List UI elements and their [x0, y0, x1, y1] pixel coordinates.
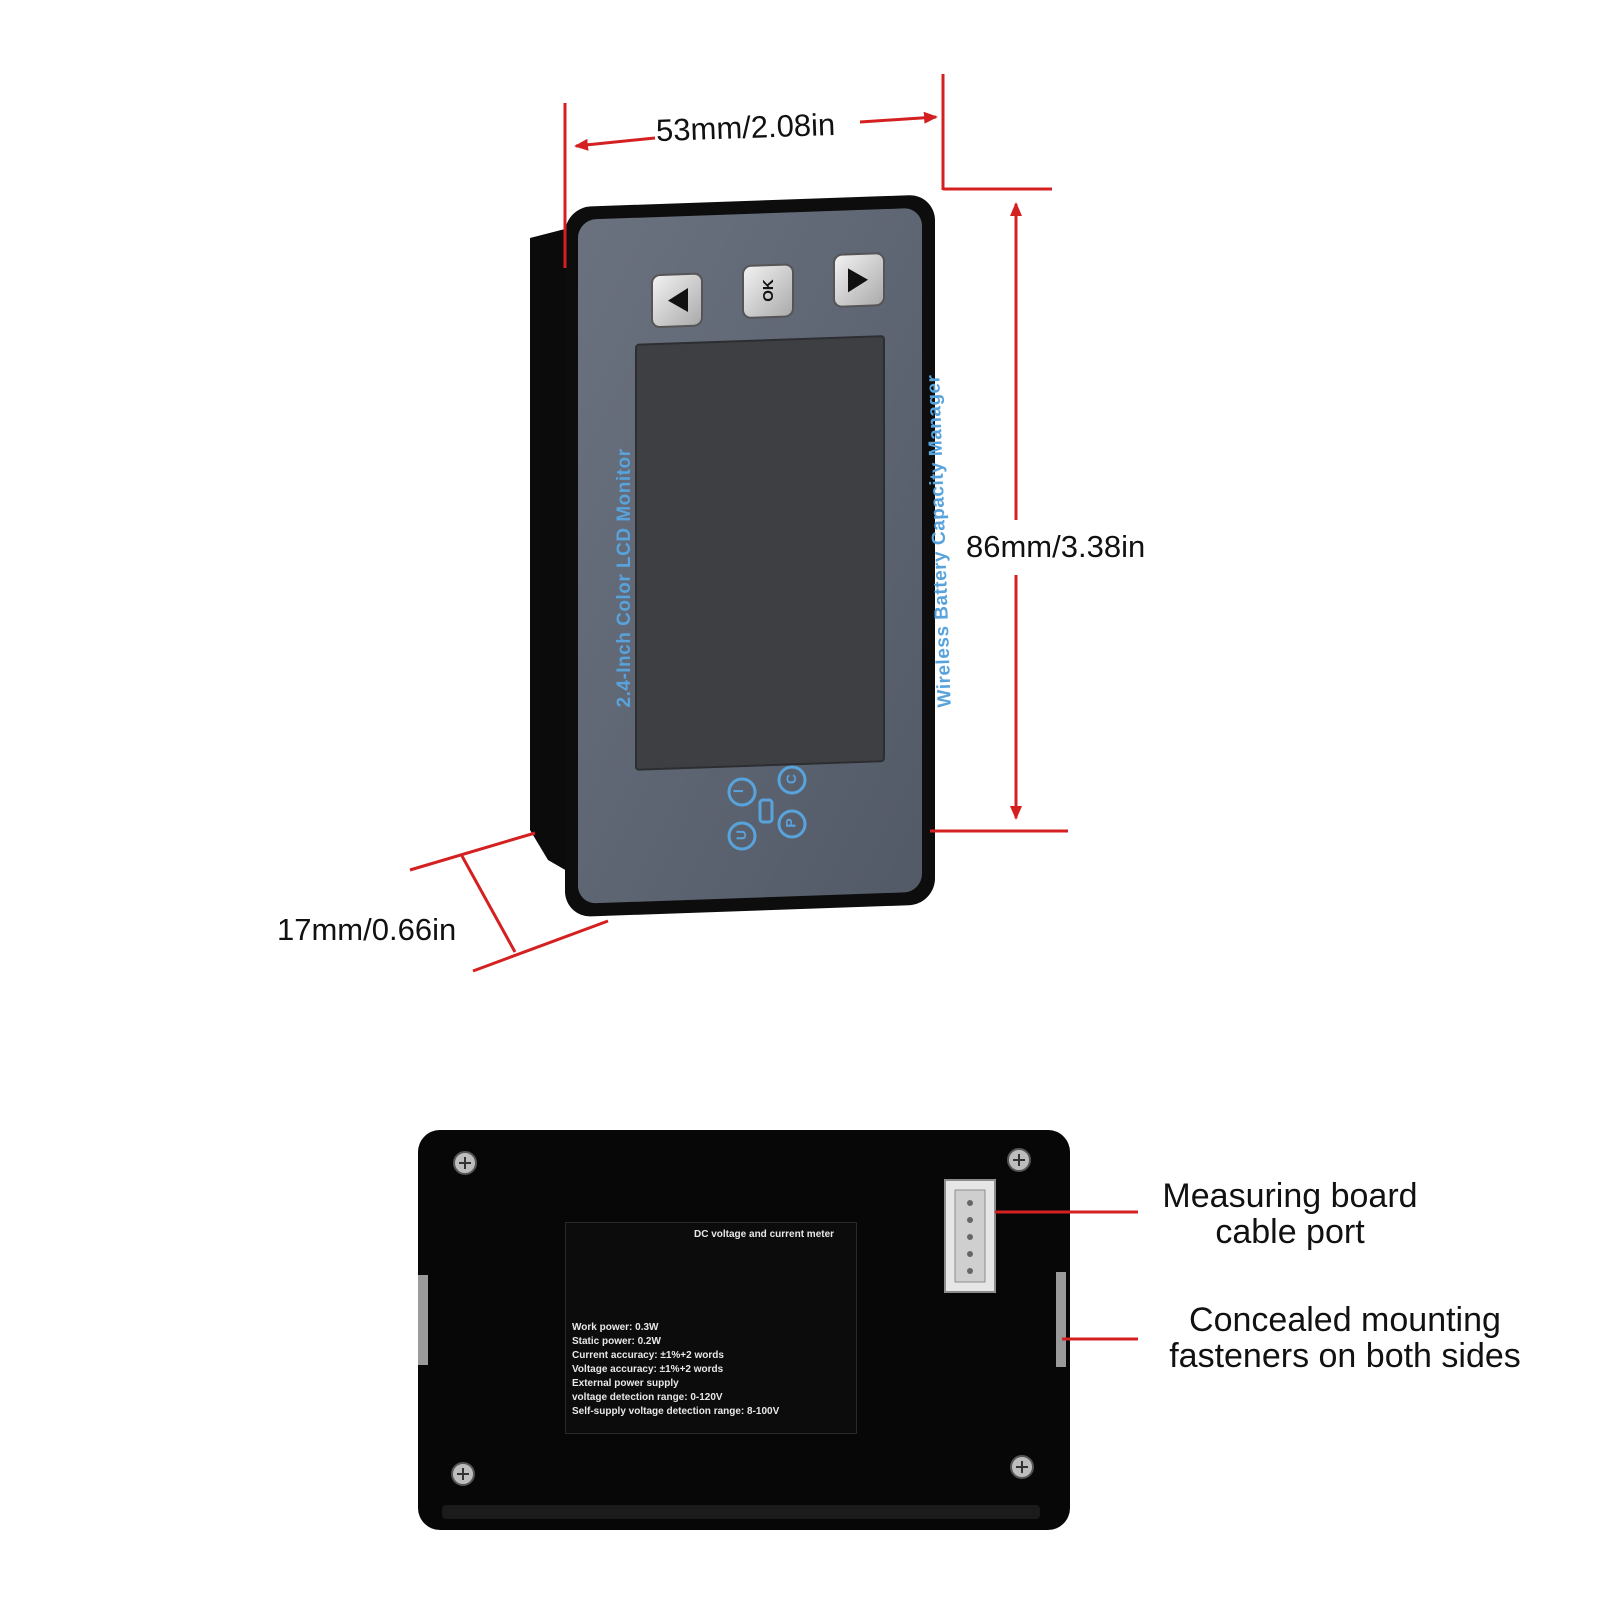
sticker-line: Work power: 0.3W	[572, 1322, 659, 1333]
indicator-p-label: P	[782, 818, 799, 828]
port-callout: Measuring board cable port	[1140, 1178, 1440, 1250]
left-button-icon	[651, 272, 703, 328]
depth-tick	[460, 855, 517, 953]
width-arrow-left	[574, 136, 656, 151]
fastener-callout: Concealed mounting fasteners on both sid…	[1140, 1302, 1550, 1374]
indicator-c-label: C	[783, 773, 800, 785]
right-fastener-clip	[1056, 1272, 1066, 1367]
indicator-u-label: U	[733, 829, 750, 841]
back-bottom-edge	[442, 1505, 1040, 1519]
cable-port-connector	[944, 1179, 996, 1293]
fastener-callout-line2: fasteners on both sides	[1169, 1337, 1521, 1375]
width-arrow-right	[859, 111, 938, 124]
indicator-p-icon	[777, 809, 807, 839]
indicator-i-icon	[727, 777, 757, 807]
indicator-c-icon	[777, 765, 807, 795]
sticker-line: Voltage accuracy: ±1%+2 words	[572, 1364, 724, 1375]
indicator-led	[758, 798, 774, 824]
port-callout-line2: cable port	[1215, 1213, 1365, 1251]
lcd-screen	[635, 335, 885, 771]
sticker-title: DC voltage and current meter	[694, 1229, 835, 1240]
sticker-line: External power supply	[572, 1378, 679, 1389]
ok-button	[742, 263, 794, 319]
height-dimension-label: 86mm/3.38in	[966, 529, 1146, 564]
sticker-line: Static power: 0.2W	[572, 1336, 661, 1347]
indicator-cluster	[727, 765, 807, 851]
sticker-line: voltage detection range: 0-120V	[572, 1392, 723, 1403]
left-fastener-clip	[418, 1275, 428, 1365]
sticker-line: Self-supply voltage detection range: 8-1…	[572, 1406, 780, 1417]
ok-button-label: OK	[759, 279, 777, 302]
fastener-callout-line1: Concealed mounting	[1189, 1301, 1501, 1339]
right-button-icon	[833, 252, 885, 308]
indicator-i-label: I	[729, 789, 746, 793]
port-callout-line1: Measuring board	[1162, 1177, 1418, 1215]
back-label-sticker: DC voltage and current meter Work power:…	[565, 1222, 857, 1434]
width-dimension-label: 53mm/2.08in	[655, 106, 836, 149]
depth-extension-top	[409, 831, 536, 872]
side-text-left: 2.4-Inch Color LCD Monitor	[614, 448, 635, 708]
front-view-diagram	[409, 74, 1068, 973]
depth-extension-bottom	[472, 919, 609, 973]
sticker-line: Current accuracy: ±1%+2 words	[572, 1350, 724, 1361]
depth-dimension-label: 17mm/0.66in	[277, 912, 457, 947]
screws	[451, 1148, 1034, 1486]
indicator-u-icon	[727, 821, 757, 851]
